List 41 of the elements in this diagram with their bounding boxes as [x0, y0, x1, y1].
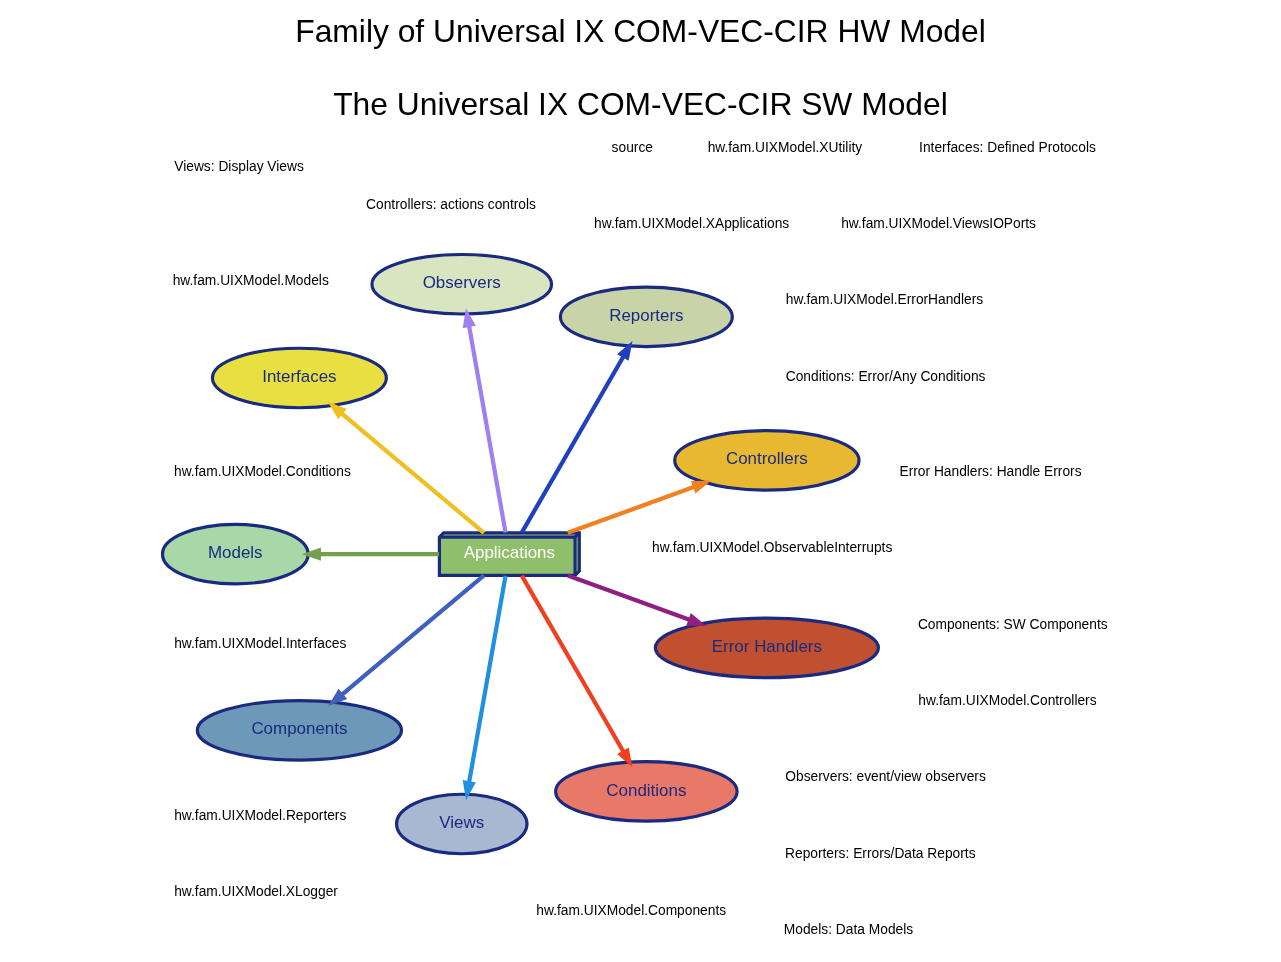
label: hw.fam.UIXModel.XApplications — [594, 216, 790, 232]
label: Reporters: Errors/Data Reports — [785, 845, 976, 861]
label: hw.fam.UIXModel.Interfaces — [174, 635, 347, 651]
label: Controllers: actions controls — [366, 197, 536, 213]
node-ellipse: Observers — [370, 252, 554, 316]
label: source — [611, 139, 653, 155]
node-ellipse: Conditions — [554, 760, 739, 823]
node-ellipse: Views — [394, 792, 529, 856]
label: Observers: event/view observers — [785, 769, 986, 785]
arrow — [519, 574, 633, 768]
label: hw.fam.UIXModel.Reporters — [174, 807, 347, 823]
label: hw.fam.UIXModel.ViewsIOPorts — [841, 216, 1037, 232]
label: hw.fam.UIXModel.XUtility — [707, 139, 863, 155]
arrow — [567, 573, 707, 626]
label: hw.fam.UIXModel.ObservableInterrupts — [652, 540, 893, 556]
label: Error Handlers: Handle Errors — [899, 464, 1082, 480]
node-ellipse: Reporters — [558, 285, 734, 349]
label: Components: SW Components — [917, 616, 1108, 632]
label: hw.fam.UIXModel.Models — [172, 273, 329, 289]
node-ellipse: Components — [195, 698, 404, 762]
label: Interfaces: Defined Protocols — [919, 139, 1096, 155]
arrow — [327, 401, 486, 535]
label: hw.fam.UIXModel.Controllers — [918, 693, 1097, 709]
arrow — [462, 308, 508, 533]
arrow — [328, 573, 486, 707]
label: hw.fam.UIXModel.ErrorHandlers — [785, 292, 984, 308]
node-ellipse: Models — [160, 522, 310, 586]
label: Conditions: Error/Any Conditions — [785, 368, 986, 384]
label: Models: Data Models — [783, 921, 914, 937]
label: Views: Display Views — [174, 158, 304, 174]
label: hw.fam.UIXModel.Components — [536, 902, 727, 918]
diagram-title: Family of Universal IX COM-VEC-CIR HW Model — [295, 13, 986, 50]
label: hw.fam.UIXModel.Conditions — [174, 464, 351, 480]
arrow — [567, 480, 712, 535]
caption: The Universal IX COM-VEC-CIR SW Model — [333, 86, 948, 123]
arrow — [462, 575, 508, 801]
arrow — [301, 547, 440, 561]
label: hw.fam.UIXModel.XLogger — [174, 883, 338, 899]
arrow — [519, 340, 633, 534]
node-ellipse: Error Handlers — [653, 616, 880, 680]
node-ellipse: Interfaces — [210, 346, 388, 410]
